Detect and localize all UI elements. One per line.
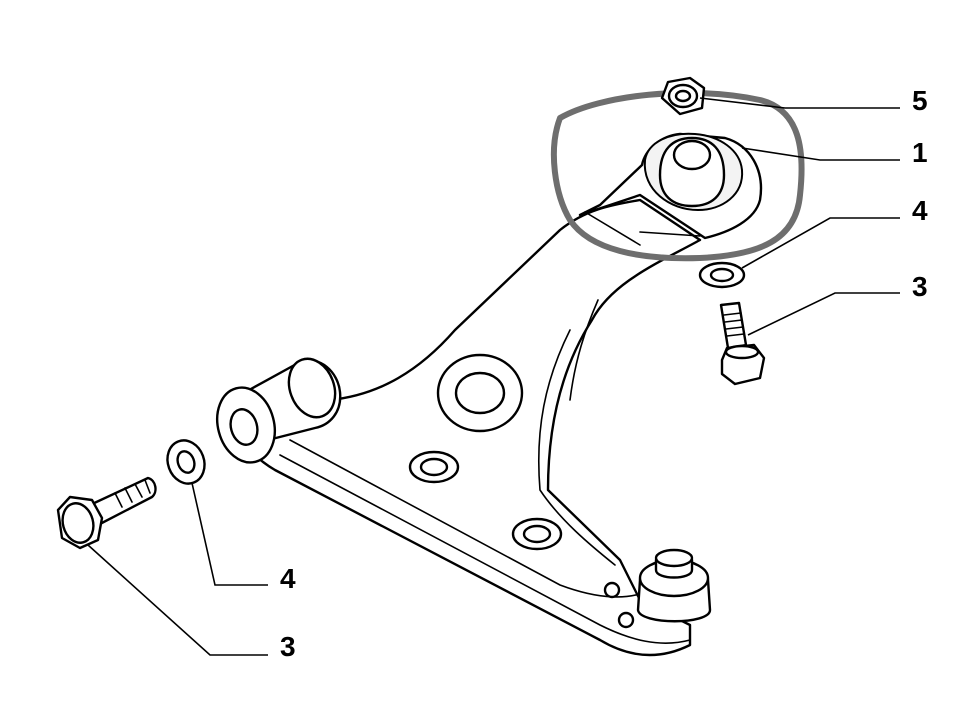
arm-center-hole bbox=[436, 353, 524, 433]
callout-3-left: 3 bbox=[280, 631, 296, 662]
leader-5 bbox=[699, 97, 900, 109]
leader-4-right bbox=[741, 217, 900, 269]
leader-4-left bbox=[191, 482, 268, 586]
callout-4-right: 4 bbox=[912, 195, 928, 226]
highlight-circle bbox=[550, 89, 805, 262]
control-arm-lower-edge bbox=[279, 454, 691, 644]
arm-rivet-2 bbox=[617, 611, 635, 629]
front-bushing bbox=[216, 357, 342, 464]
callout-3-right: 3 bbox=[912, 271, 928, 302]
ball-joint bbox=[636, 548, 712, 623]
leader-lines bbox=[87, 97, 900, 656]
washer-right bbox=[698, 261, 746, 289]
callout-5: 5 bbox=[912, 85, 928, 116]
leader-1 bbox=[741, 147, 900, 161]
control-arm-inner-ridge bbox=[537, 329, 616, 566]
callout-4-left: 4 bbox=[280, 563, 296, 594]
lower-control-arm bbox=[216, 198, 712, 657]
control-arm-inner-ridge-2 bbox=[569, 299, 599, 401]
hex-nut bbox=[660, 76, 706, 116]
rear-bushing bbox=[578, 132, 763, 246]
bolt-right bbox=[719, 301, 766, 386]
leader-3-right bbox=[747, 292, 900, 336]
leader-3-left bbox=[87, 544, 268, 656]
arm-small-hole-1 bbox=[408, 450, 460, 484]
callout-1: 1 bbox=[912, 137, 928, 168]
arm-rivet-1 bbox=[603, 581, 621, 599]
bolt-left bbox=[56, 476, 157, 550]
washer-left bbox=[166, 439, 206, 485]
arm-small-hole-2 bbox=[511, 517, 563, 551]
